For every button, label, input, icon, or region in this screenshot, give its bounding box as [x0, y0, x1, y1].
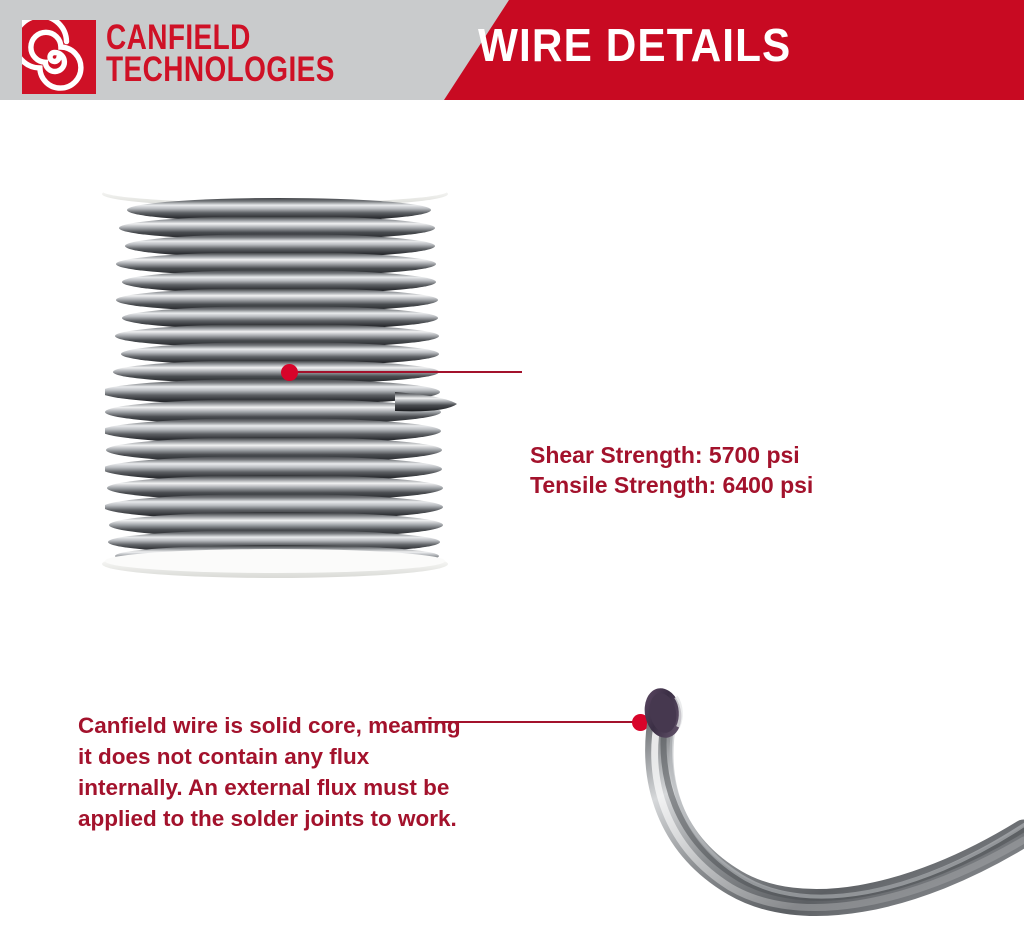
spiral-logo-icon	[22, 20, 96, 94]
spool-annotation-dot	[281, 364, 298, 381]
wire-annotation-dot	[632, 714, 649, 731]
wire-annotation-text: Canfield wire is solid core, meaning it …	[78, 713, 461, 832]
header-red-banner	[444, 0, 1024, 100]
solder-wire-spool-photo	[95, 160, 465, 590]
solid-core-solder-wire-photo	[600, 685, 1024, 930]
page-title: WIRE DETAILS	[478, 19, 792, 71]
spool-leader-line	[292, 371, 522, 373]
spool-annotation-text: Shear Strength: 5700 psi Tensile Strengt…	[530, 440, 813, 501]
wire-leader-line	[415, 721, 640, 723]
brand-wordmark: CANFIELD TECHNOLOGIES	[106, 18, 392, 90]
page-header: CANFIELD TECHNOLOGIES WIRE DETAILS	[0, 0, 1024, 100]
content-area: Shear Strength: 5700 psi Tensile Strengt…	[0, 100, 1024, 930]
brand-line-1: CANFIELD	[106, 18, 251, 57]
tensile-strength-label: Tensile Strength: 6400 psi	[530, 472, 814, 499]
brand-line-2: TECHNOLOGIES	[106, 50, 335, 90]
shear-strength-label: Shear Strength: 5700 psi	[530, 442, 800, 468]
